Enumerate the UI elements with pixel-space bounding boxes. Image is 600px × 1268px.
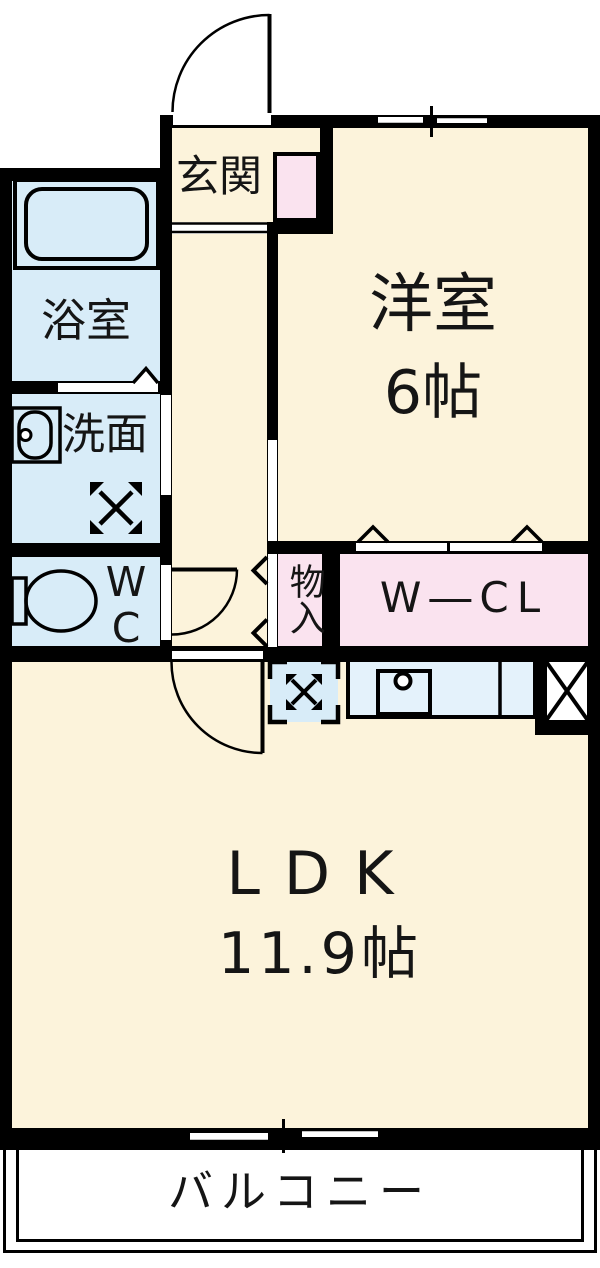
room-washroom — [12, 394, 160, 543]
wc-label: WC — [102, 558, 151, 650]
hall-door-icon — [170, 661, 265, 755]
washroom-label: 洗面 — [62, 410, 148, 460]
wall-genkan-bottom — [267, 222, 333, 234]
wc-door-icon — [171, 567, 239, 636]
wash-door-opening — [161, 395, 171, 495]
pipe-space-icon — [543, 658, 591, 724]
wall-storage-wcl — [322, 541, 340, 648]
hallway — [172, 222, 267, 662]
wc-door-opening — [161, 565, 171, 640]
bath-door-opening — [58, 383, 158, 392]
western-window-icon — [378, 106, 487, 137]
wall-bath-top — [0, 168, 172, 181]
shoe-cabinet — [273, 152, 320, 222]
storage-folding-door-icon — [250, 555, 269, 648]
kitchen-counter-icon — [346, 658, 537, 719]
entrance-opening — [173, 115, 271, 125]
wall-ps-bottom — [535, 722, 600, 735]
ldk-window-icon — [190, 1119, 378, 1153]
wall-right — [588, 115, 600, 1150]
kitchen-sink-icon — [376, 669, 432, 716]
genkan-label: 玄関 — [176, 152, 262, 202]
wall-wash-wc — [0, 543, 166, 557]
room-bathroom — [12, 181, 160, 381]
storage-door-opening — [268, 554, 277, 647]
wcl-folding-door-icon — [356, 524, 544, 552]
western-room-label: 洋室 — [369, 268, 497, 342]
bathtub-icon — [13, 178, 160, 270]
ldk-size: 11.9帖 — [218, 921, 422, 987]
western-room-size: 6帖 — [383, 358, 483, 428]
genkan-step — [172, 222, 267, 234]
room-wcl — [340, 554, 588, 648]
entrance-door-icon — [171, 13, 272, 113]
wall-genkan-western — [320, 115, 333, 234]
western-door-opening — [268, 440, 277, 541]
bathroom-label: 浴室 — [40, 294, 131, 347]
wall-hall-left — [160, 115, 172, 662]
wall-ps-left — [535, 646, 545, 735]
washbasin-icon — [10, 406, 62, 464]
washer-space-icon — [90, 482, 142, 534]
ldk-label: LDK — [226, 839, 418, 909]
balcony-label: バルコニー — [167, 1165, 433, 1218]
toilet-icon — [10, 569, 98, 633]
room-ldk — [12, 662, 588, 1128]
storage-label: 物入 — [283, 563, 325, 635]
room-wc — [12, 557, 160, 648]
refrigerator-space-icon — [267, 659, 341, 725]
room-storage — [278, 554, 322, 648]
hall-door-opening — [172, 651, 263, 659]
wcl-label: W―CL — [379, 573, 549, 622]
wall-bottom — [0, 1128, 600, 1150]
bath-door-icon — [131, 365, 160, 385]
